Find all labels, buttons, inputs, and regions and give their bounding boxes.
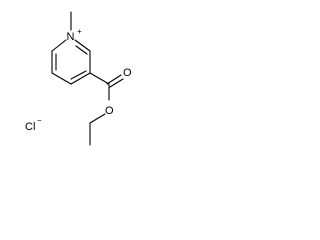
atom-labels: N + O O Cl − [25,27,132,133]
chloride-label: Cl [25,121,35,133]
bond-n-c2 [74,39,91,52]
bond-c4-c5 [51,72,72,85]
bond-ester-o-ch2 [89,113,106,124]
bond-c3-c4-inner [70,70,87,80]
bond-carbonyl-double-b [109,78,124,88]
bond-carbonyl-double-a [106,74,122,85]
bond-c2-c2-inner [75,45,88,55]
bond-c6-n [51,39,67,52]
chemical-structure: N + O O Cl − [25,11,132,146]
chloride-charge: − [37,116,42,125]
ester-oxygen-label: O [105,105,114,117]
nitrogen-label: N [67,31,75,43]
bond-c3-carbonyl [89,72,110,85]
carbonyl-oxygen-label: O [123,67,132,79]
bond-c3-c4 [70,72,91,85]
nitrogen-charge: + [77,27,82,36]
bonds [51,11,124,146]
